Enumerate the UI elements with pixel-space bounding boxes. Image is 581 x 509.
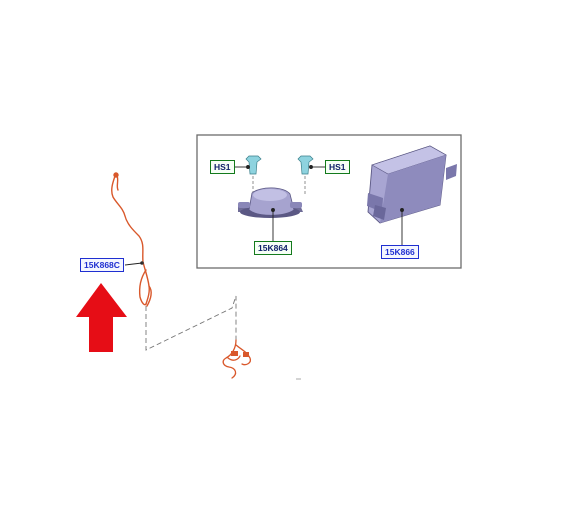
- sounder-icon: [238, 187, 303, 218]
- harness-connector-icon: [222, 339, 252, 379]
- callout-fastener-right: HS1: [325, 160, 350, 174]
- clip-fastener-icon: [297, 155, 314, 196]
- control-module-icon: [367, 145, 457, 224]
- callout-harness-part-number: 15K868C: [80, 258, 124, 272]
- up-arrow-icon: [76, 283, 127, 352]
- callout-module-part-number: 15K866: [381, 245, 419, 259]
- inset-frame: [196, 134, 462, 269]
- callout-fastener-left: HS1: [210, 160, 235, 174]
- callout-sounder-part-number: 15K864: [254, 241, 292, 255]
- leader-lines: [124, 165, 404, 266]
- harness-route-dashed: [145, 295, 237, 351]
- wiring-harness-icon: [111, 172, 152, 307]
